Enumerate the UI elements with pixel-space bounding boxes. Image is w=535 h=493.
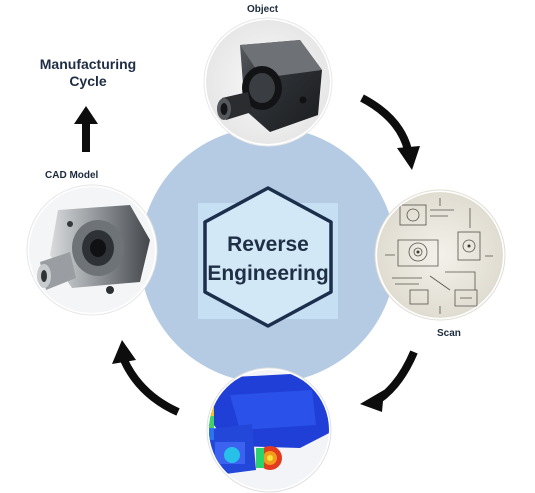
scan-label: Scan <box>437 328 461 339</box>
simulation-image <box>206 367 332 493</box>
center-title-line2: Engineering <box>207 262 329 285</box>
center-hexagon <box>203 186 333 328</box>
center-title-line1: Reverse <box>227 233 309 256</box>
cycle-arrow-bottom-right <box>360 350 418 412</box>
scan-image <box>374 189 506 321</box>
manufacturing-cycle-label: Manufacturing Cycle <box>39 56 137 89</box>
center-title: Reverse Engineering <box>190 230 346 288</box>
cad-model-image <box>26 184 158 316</box>
object-label: Object <box>247 4 279 15</box>
cad-model-label: CAD Model <box>45 170 99 181</box>
cycle-arrow-top-right <box>360 94 420 170</box>
object-image <box>203 17 333 147</box>
arrow-up-icon <box>74 106 98 152</box>
cycle-arrow-bottom-left <box>112 340 180 416</box>
